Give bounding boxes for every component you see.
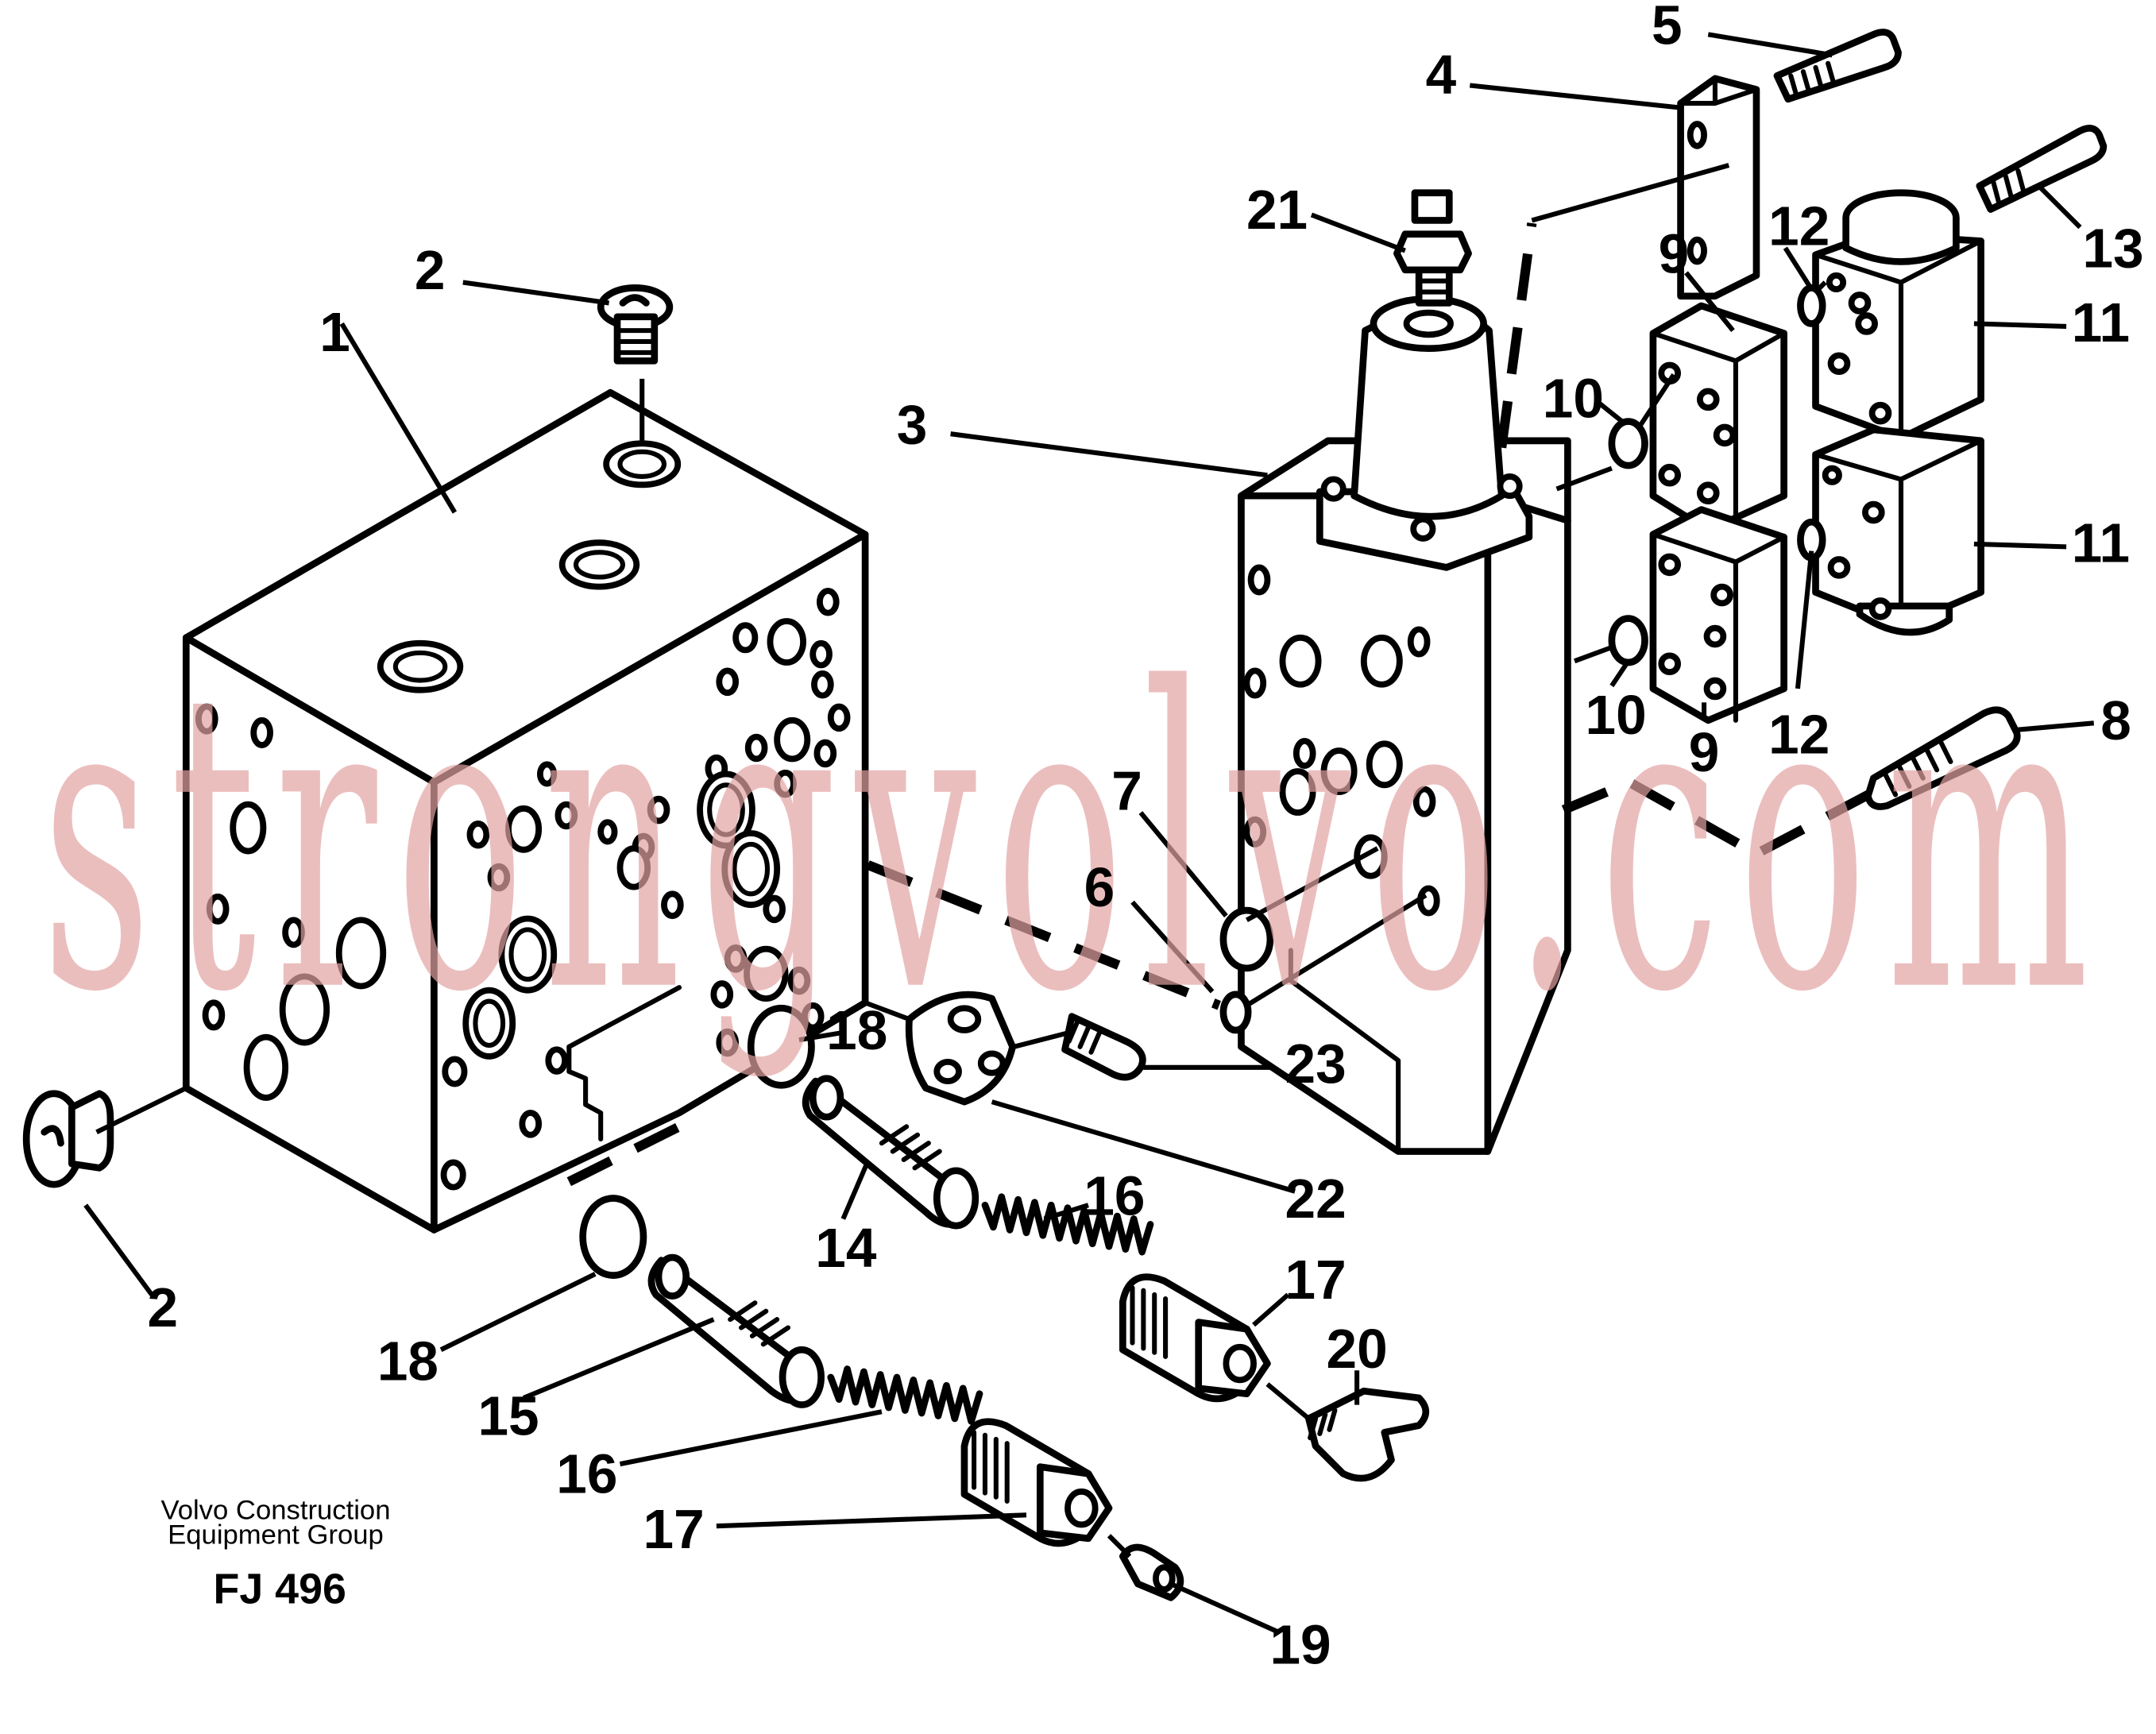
spring-16-lower [827, 1365, 983, 1425]
label-part-17-upper: 17 [1285, 1249, 1347, 1311]
label-part-12-bottom: 12 [1768, 703, 1830, 765]
valve-section [1238, 295, 1571, 1155]
nipple-19 [1119, 1543, 1184, 1601]
o-ring-18-lower [579, 1195, 647, 1279]
label-part-13: 13 [2082, 217, 2143, 279]
spring-16-upper [981, 1193, 1154, 1256]
screw-8 [1864, 706, 2021, 810]
o-ring-12-upper [1797, 284, 1826, 327]
label-part-10-bottom: 10 [1586, 684, 1647, 746]
label-part-3: 3 [897, 393, 928, 455]
label-part-18-lower: 18 [377, 1330, 439, 1392]
assembly-line-block-to-section [866, 860, 1221, 1010]
label-part-4: 4 [1426, 44, 1457, 106]
label-part-7: 7 [1111, 760, 1142, 822]
label-part-15: 15 [477, 1385, 539, 1447]
o-ring-7 [1219, 906, 1274, 972]
label-part-14: 14 [815, 1217, 877, 1279]
pilot-valve-22 [905, 991, 1016, 1106]
label-part-2-bottom: 2 [148, 1276, 179, 1338]
o-ring-18-upper [747, 1004, 815, 1089]
credit-line-1: Volvo Construction [161, 1496, 391, 1526]
label-part-18-upper: 18 [826, 999, 887, 1061]
leader-lines [83, 32, 2095, 1635]
cap-17-lower [960, 1418, 1113, 1547]
label-part-12-top: 12 [1768, 195, 1830, 257]
label-part-23: 23 [1285, 1033, 1347, 1095]
label-part-11-top: 11 [2072, 292, 2130, 353]
label-part-19: 19 [1269, 1614, 1331, 1676]
o-ring-6 [1219, 991, 1252, 1034]
label-part-9-top: 9 [1659, 222, 1690, 284]
label-part-16-lower: 16 [556, 1443, 617, 1505]
spool-15 [647, 1253, 825, 1408]
block-9-lower [1649, 506, 1787, 724]
elbow-20 [1305, 1387, 1430, 1482]
solenoid-11-lower [1812, 426, 1984, 636]
o-ring-10-upper [1608, 418, 1648, 469]
figure-code: FJ 496 [214, 1565, 346, 1612]
test-fitting [1393, 189, 1472, 307]
plug-bottom [22, 1090, 114, 1188]
spool-14 [802, 1075, 979, 1230]
label-part-16-upper: 16 [1084, 1164, 1145, 1226]
label-part-9-bottom: 9 [1689, 721, 1720, 783]
assembly-line-screw-8 [1561, 777, 1876, 859]
label-part-6: 6 [1084, 856, 1115, 918]
label-part-22: 22 [1285, 1168, 1347, 1230]
part-number-labels: 1 2 2 3 4 5 6 7 8 9 9 10 10 11 11 12 12 … [148, 0, 2144, 1676]
cap-17-upper [1119, 1273, 1271, 1403]
credit-line-2: Equipment Group [168, 1520, 384, 1551]
cover-plate [1677, 75, 1760, 300]
label-part-2-top: 2 [415, 239, 446, 301]
watermark: strongvolvo.com [41, 601, 2108, 1083]
label-part-17-lower: 17 [643, 1498, 705, 1560]
assembly-line-lower [566, 1122, 682, 1187]
screw-5 [1773, 29, 1902, 103]
label-part-10-top: 10 [1543, 367, 1604, 429]
label-part-5: 5 [1652, 0, 1683, 56]
label-part-1: 1 [319, 301, 350, 363]
label-part-11-bottom: 11 [2072, 512, 2130, 573]
solenoid-11-upper [1812, 189, 1984, 442]
label-part-21: 21 [1246, 179, 1308, 241]
label-part-20: 20 [1327, 1318, 1388, 1380]
assembly-line-cover [1497, 222, 1537, 449]
screw-13 [1976, 125, 2108, 213]
credit-block: Volvo Construction Equipment Group FJ 49… [161, 1496, 391, 1613]
block-9-upper [1649, 302, 1787, 534]
label-part-8: 8 [2100, 689, 2131, 751]
plug-top [597, 284, 674, 365]
plug-23 [1061, 1013, 1146, 1081]
